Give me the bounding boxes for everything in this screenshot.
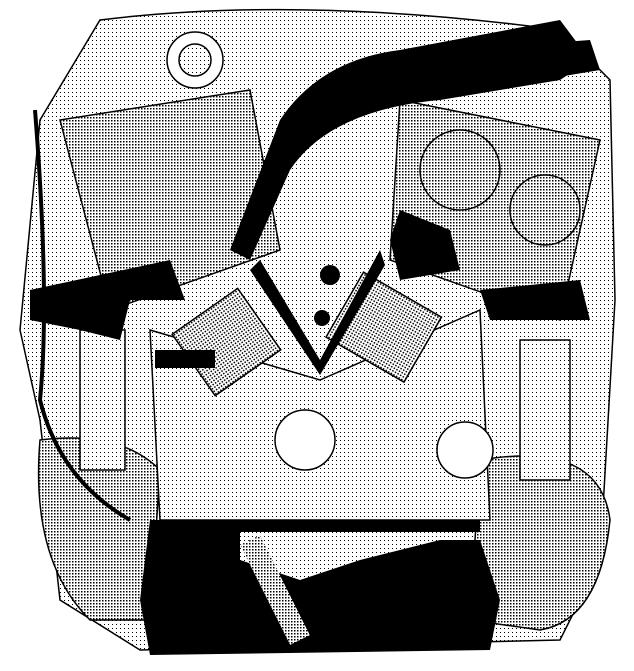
throttle-plate xyxy=(178,43,212,77)
right-crank-journal xyxy=(436,421,494,479)
plenum-chamber xyxy=(460,40,600,90)
left-cylinder-head xyxy=(59,89,281,311)
cam-sprocket-exhaust xyxy=(509,174,581,246)
dipstick-tube xyxy=(33,109,131,522)
left-exhaust-pipe xyxy=(79,329,126,471)
center-block-bar xyxy=(230,520,480,532)
oil-pan xyxy=(140,520,500,655)
oil-gallery-lower xyxy=(314,310,330,326)
left-block-wall xyxy=(155,350,215,368)
oil-pickup-tube xyxy=(240,535,310,645)
left-water-jacket xyxy=(30,260,185,340)
right-water-jacket-outer xyxy=(480,280,590,320)
right-exhaust-pipe xyxy=(519,339,571,481)
cam-sprocket-intake xyxy=(419,129,501,211)
oil-gallery-upper xyxy=(320,265,340,285)
right-water-jacket xyxy=(390,210,460,280)
crankshaft xyxy=(274,409,336,471)
